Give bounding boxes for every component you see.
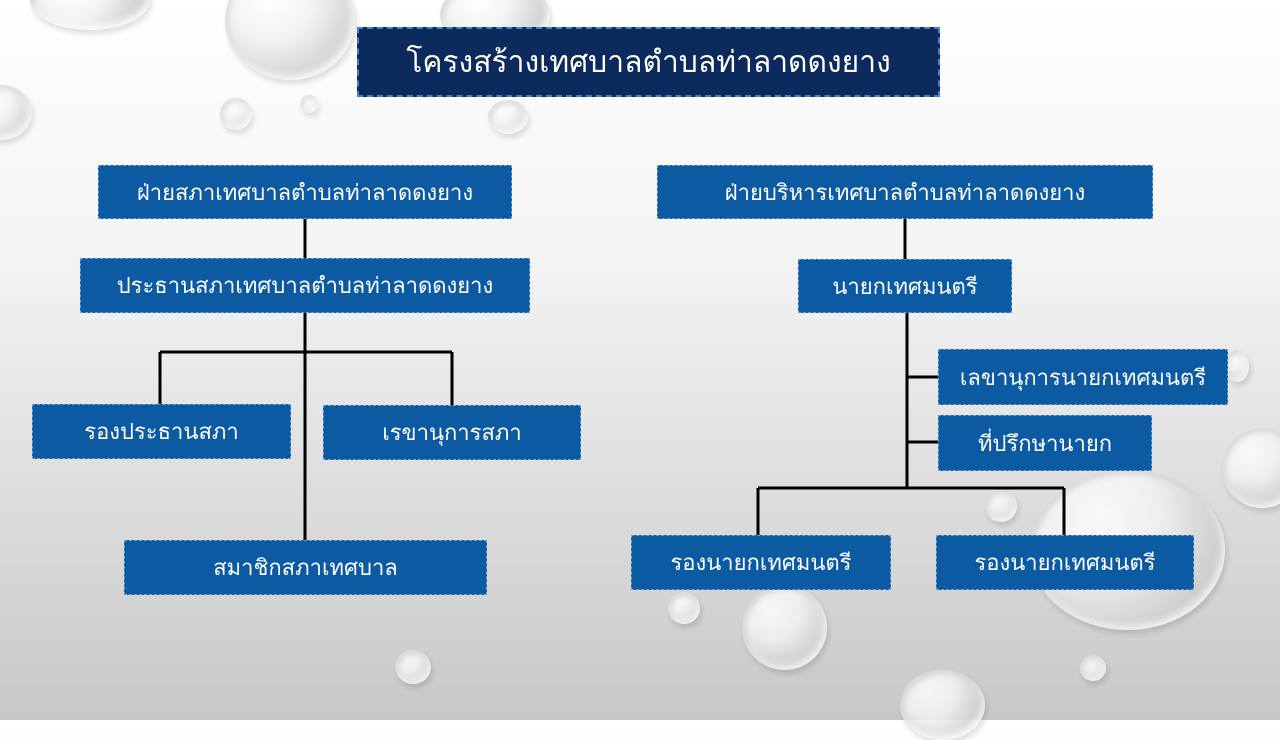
executive-header-box: ฝ่ายบริหารเทศบาลตำบลท่าลาดดงยาง: [657, 165, 1153, 219]
water-drop-decoration: [668, 592, 700, 624]
chart-title: โครงสร้างเทศบาลตำบลท่าลาดดงยาง: [357, 27, 940, 97]
water-drop-decoration: [488, 100, 528, 134]
council-vice-president-box: รองประธานสภา: [32, 404, 291, 459]
water-drop-decoration: [1225, 350, 1249, 382]
council-members-box: สมาชิกสภาเทศบาล: [124, 540, 487, 595]
council-secretary-box: เรขานุการสภา: [323, 405, 581, 460]
council-header-box: ฝ่ายสภาเทศบาลตำบลท่าลาดดงยาง: [98, 165, 512, 219]
org-chart-connectors: [158, 219, 1066, 540]
water-drop-decoration: [300, 95, 318, 113]
deputy-mayor-box-1: รองนายกเทศมนตรี: [631, 535, 891, 590]
council-president-box: ประธานสภาเทศบาลตำบลท่าลาดดงยาง: [80, 258, 530, 313]
water-drop-decoration: [985, 490, 1017, 522]
deputy-mayor-box-2: รองนายกเทศมนตรี: [936, 535, 1194, 590]
water-drop-decoration: [1222, 428, 1280, 508]
water-drop-decoration: [1080, 655, 1106, 681]
water-drop-decoration: [220, 98, 252, 130]
mayor-box: นายกเทศมนตรี: [798, 259, 1012, 313]
advisor-box: ที่ปรึกษานายก: [938, 415, 1152, 471]
water-drop-decoration: [742, 585, 827, 670]
water-drop-decoration: [395, 650, 431, 684]
mayor-secretary-box: เลขานุการนายกเทศมนตรี: [938, 349, 1228, 405]
